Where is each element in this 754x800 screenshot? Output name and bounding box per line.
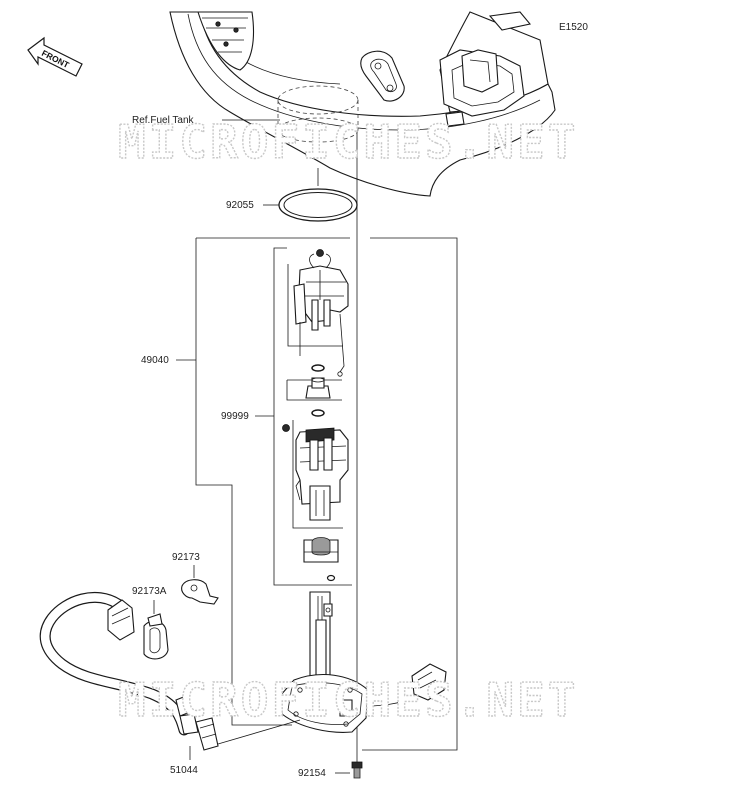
clamp-a: 92173A [132,586,169,660]
callout-92154: 92154 [298,768,326,779]
pump-motor-body [282,420,349,529]
watermark-top: MICROFICHES.NET [118,115,578,169]
clamp: 92173 [172,552,219,605]
diagram-code: E1520 [559,22,588,33]
fuel-hose: 51044 [39,591,301,776]
pump-module-lower [279,591,447,733]
callout-49040: 49040 [141,355,169,366]
front-arrow-icon: FRONT [27,36,83,77]
fuel-pump-assembly-bracket: 49040 [141,237,458,751]
callout-51044: 51044 [170,765,198,776]
callout-99999: 99999 [221,411,249,422]
o-ring: 92055 [226,188,358,222]
callout-92173a: 92173A [132,586,167,597]
bolt: 92154 [298,761,363,779]
pressure-regulator [286,364,342,417]
pump-upper-housing [287,249,349,377]
callout-92173: 92173 [172,552,200,563]
ref-fuel-tank-label: Ref.Fuel Tank [132,115,195,126]
component-set-bracket: 99999 [221,247,352,586]
watermark-bottom: MICROFICHES.NET [118,673,578,727]
fuel-tank-reference: Ref.Fuel Tank [132,11,556,197]
pump-strainer [303,537,339,582]
callout-92055: 92055 [226,200,254,211]
